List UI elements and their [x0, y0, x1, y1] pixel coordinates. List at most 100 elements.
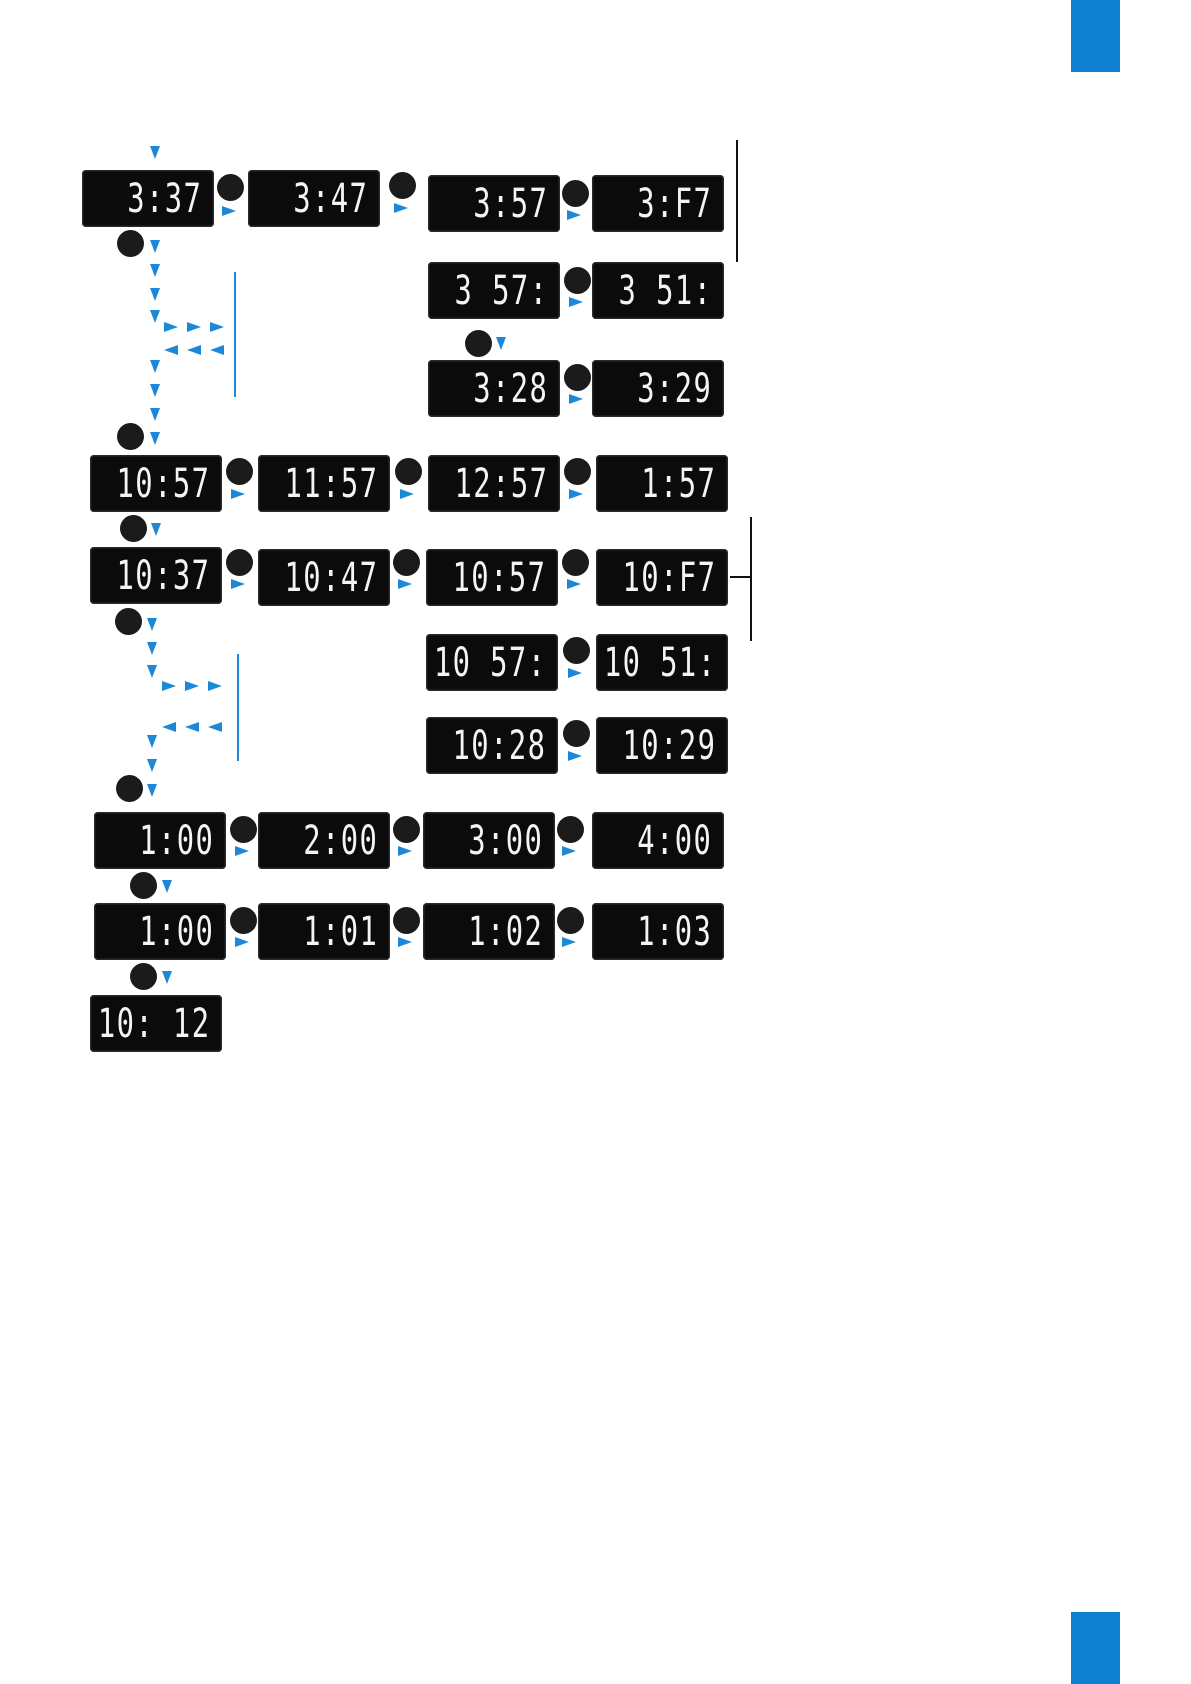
left-arrow-icon	[208, 722, 222, 732]
right-arrow-icon	[569, 394, 583, 404]
down-arrow-icon	[150, 264, 160, 277]
right-arrow-icon	[562, 937, 576, 947]
right-arrow-icon	[394, 203, 408, 213]
display-panel: 10:47	[258, 549, 390, 606]
button-icon	[562, 549, 589, 576]
button-icon	[230, 907, 257, 934]
bracket-line	[736, 140, 738, 262]
button-icon	[389, 172, 416, 199]
right-arrow-icon	[398, 937, 412, 947]
left-arrow-icon	[162, 722, 176, 732]
display-value: 10:28	[452, 726, 546, 766]
display-panel: 10:37	[90, 547, 222, 604]
display-value: 10 51:	[603, 643, 716, 683]
display-value: 3:57	[473, 184, 548, 224]
button-icon	[230, 816, 257, 843]
right-arrow-icon	[210, 322, 224, 332]
right-arrow-icon	[567, 210, 581, 220]
right-arrow-icon	[235, 937, 249, 947]
right-arrow-icon	[567, 579, 581, 589]
right-arrow-icon	[398, 579, 412, 589]
button-icon	[562, 180, 589, 207]
button-icon	[393, 549, 420, 576]
display-panel: 3:29	[592, 360, 724, 417]
button-icon	[117, 230, 144, 257]
display-value: 3:37	[127, 179, 202, 219]
button-icon	[557, 907, 584, 934]
button-icon	[564, 364, 591, 391]
left-arrow-icon	[185, 722, 199, 732]
button-icon	[563, 637, 590, 664]
right-arrow-icon	[400, 489, 414, 499]
right-arrow-icon	[569, 489, 583, 499]
down-arrow-icon	[147, 759, 157, 772]
right-arrow-icon	[562, 846, 576, 856]
display-panel: 10:F7	[596, 549, 728, 606]
down-arrow-icon	[151, 523, 161, 536]
button-icon	[563, 720, 590, 747]
down-arrow-icon	[496, 337, 506, 350]
display-value: 1:00	[139, 821, 214, 861]
down-arrow-icon	[147, 735, 157, 748]
down-arrow-icon	[147, 784, 157, 797]
button-icon	[130, 963, 157, 990]
display-panel: 4:00	[592, 812, 724, 869]
down-arrow-icon	[150, 408, 160, 421]
down-arrow-icon	[150, 288, 160, 301]
down-arrow-icon	[162, 971, 172, 984]
right-arrow-icon	[164, 322, 178, 332]
display-panel: 12:57	[428, 455, 560, 512]
down-arrow-icon	[147, 642, 157, 655]
display-panel: 10: 12	[90, 995, 222, 1052]
down-arrow-icon	[150, 240, 160, 253]
down-arrow-icon	[150, 310, 160, 323]
display-value: 1:00	[139, 912, 214, 952]
right-arrow-icon	[568, 751, 582, 761]
right-arrow-icon	[568, 668, 582, 678]
display-value: 10:57	[116, 464, 210, 504]
button-icon	[393, 816, 420, 843]
down-arrow-icon	[147, 618, 157, 631]
display-value: 3:47	[293, 179, 368, 219]
display-panel: 1:03	[592, 903, 724, 960]
button-icon	[120, 515, 147, 542]
bracket-line	[234, 272, 236, 397]
down-arrow-icon	[150, 384, 160, 397]
display-value: 3 51:	[618, 271, 712, 311]
display-value: 3:F7	[637, 184, 712, 224]
button-icon	[226, 549, 253, 576]
down-arrow-icon	[162, 880, 172, 893]
display-value: 1:02	[468, 912, 543, 952]
left-arrow-icon	[187, 345, 201, 355]
display-panel: 10:28	[426, 717, 558, 774]
display-panel: 3:28	[428, 360, 560, 417]
display-value: 3:29	[637, 369, 712, 409]
display-value: 3:28	[473, 369, 548, 409]
display-panel: 3:00	[423, 812, 555, 869]
display-panel: 10:29	[596, 717, 728, 774]
right-arrow-icon	[235, 846, 249, 856]
down-arrow-icon	[150, 360, 160, 373]
corner-tab-bottom	[1071, 1612, 1120, 1684]
left-arrow-icon	[210, 345, 224, 355]
display-value: 3 57:	[454, 271, 548, 311]
display-panel: 1:00	[94, 812, 226, 869]
display-value: 10 57:	[433, 643, 546, 683]
display-value: 10:F7	[622, 558, 716, 598]
bracket-line	[750, 517, 752, 641]
left-arrow-icon	[164, 345, 178, 355]
bracket-tick	[730, 576, 751, 578]
display-value: 2:00	[303, 821, 378, 861]
right-arrow-icon	[208, 681, 222, 691]
down-arrow-icon	[150, 146, 160, 159]
display-value: 10:47	[284, 558, 378, 598]
button-icon	[557, 816, 584, 843]
right-arrow-icon	[231, 579, 245, 589]
button-icon	[217, 174, 244, 201]
display-value: 4:00	[637, 821, 712, 861]
display-panel: 3:37	[82, 170, 214, 227]
display-panel: 3:47	[248, 170, 380, 227]
button-icon	[115, 608, 142, 635]
corner-tab-top	[1071, 0, 1120, 72]
display-panel: 10 57:	[426, 634, 558, 691]
